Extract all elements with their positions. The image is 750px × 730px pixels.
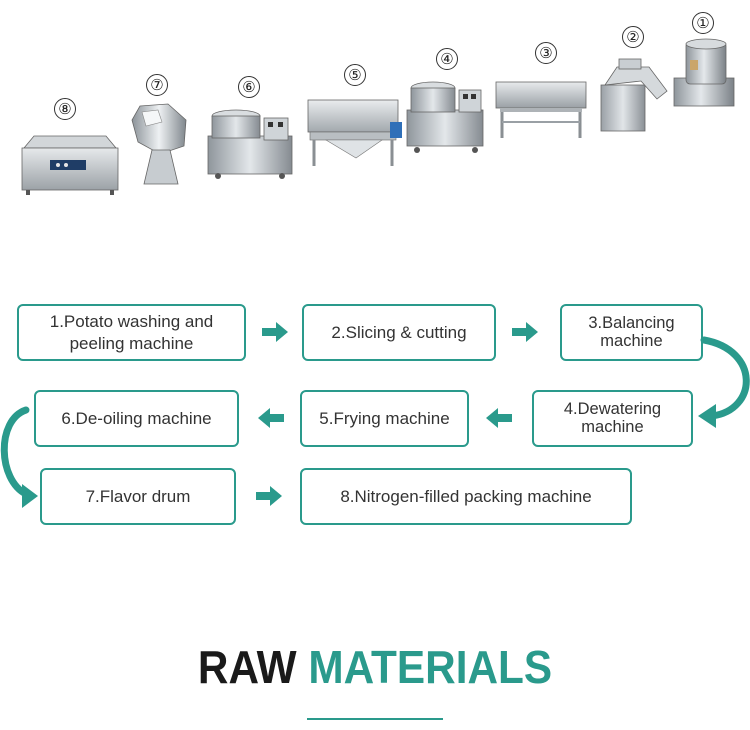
title-part-raw: RAW bbox=[197, 641, 297, 693]
step-3-label: 3.Balancing machine bbox=[588, 314, 675, 350]
step-5-box: 5.Frying machine bbox=[300, 390, 469, 447]
arrow-left-icon bbox=[258, 408, 284, 428]
step-6-label: 6.De-oiling machine bbox=[61, 408, 212, 428]
step-8-label: 8.Nitrogen-filled packing machine bbox=[340, 486, 592, 506]
step-7-label: 7.Flavor drum bbox=[85, 486, 191, 506]
step-4-box: 4.Dewatering machine bbox=[532, 390, 693, 447]
balancing-machine-image bbox=[495, 81, 587, 138]
step-3-box: 3.Balancing machine bbox=[560, 304, 703, 361]
machine-number-8: ⑧ bbox=[54, 98, 76, 120]
dewatering-machine-image bbox=[406, 81, 484, 153]
section-title: RAW MATERIALS bbox=[30, 640, 720, 694]
slicing-machine-image bbox=[600, 58, 668, 132]
arrow-left-icon bbox=[486, 408, 512, 428]
flavor-drum-image bbox=[131, 103, 187, 185]
machine-number-4: ④ bbox=[436, 48, 458, 70]
step-2-label: 2.Slicing & cutting bbox=[331, 322, 467, 342]
curved-arrow-right-head-icon bbox=[698, 404, 716, 428]
curved-arrow-left-head-icon bbox=[22, 484, 38, 508]
deoiling-machine-image bbox=[207, 109, 293, 179]
title-underline bbox=[307, 718, 443, 720]
machine-number-1: ① bbox=[692, 12, 714, 34]
arrow-right-icon bbox=[512, 322, 538, 342]
step-6-box: 6.De-oiling machine bbox=[34, 390, 239, 447]
step-1-box: 1.Potato washing and peeling machine bbox=[17, 304, 246, 361]
curved-arrow-right-icon bbox=[700, 336, 750, 420]
step-7-box: 7.Flavor drum bbox=[40, 468, 236, 525]
step-1-label: 1.Potato washing and peeling machine bbox=[49, 312, 214, 353]
machine-number-2: ② bbox=[622, 26, 644, 48]
packing-machine-image bbox=[21, 135, 119, 195]
title-part-materials: MATERIALS bbox=[308, 641, 553, 693]
curved-arrow-left-icon bbox=[0, 406, 30, 498]
machine-number-3: ③ bbox=[535, 42, 557, 64]
machine-number-6: ⑥ bbox=[238, 76, 260, 98]
arrow-right-icon bbox=[256, 486, 282, 506]
arrow-right-icon bbox=[262, 322, 288, 342]
step-2-box: 2.Slicing & cutting bbox=[302, 304, 496, 361]
machine-number-5: ⑤ bbox=[344, 64, 366, 86]
step-5-label: 5.Frying machine bbox=[319, 408, 450, 428]
step-8-box: 8.Nitrogen-filled packing machine bbox=[300, 468, 632, 525]
machine-number-7: ⑦ bbox=[146, 74, 168, 96]
frying-machine-image bbox=[307, 99, 402, 166]
washing-peeling-machine-image bbox=[673, 38, 735, 107]
step-4-label: 4.Dewatering machine bbox=[563, 400, 662, 436]
